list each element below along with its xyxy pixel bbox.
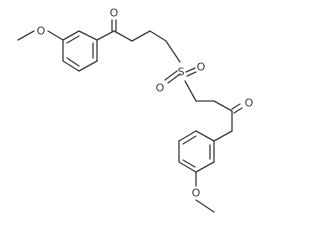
top-carbonyl-ring-bond — [96, 30, 115, 41]
ring-top-double-1 — [66, 35, 80, 44]
atom-o-sulfonyl-right: O — [197, 61, 206, 74]
methoxy-top-methyl-bond — [17, 30, 35, 41]
ring-top-double-3 — [66, 57, 80, 67]
ring-bottom-bond-3 — [195, 161, 215, 173]
bottom-chain-bond-2 — [213, 100, 233, 112]
bottom-carbonyl-double-bond-a — [231, 103, 241, 110]
ring-top-bond-1 — [62, 30, 80, 41]
bottom-carbonyl-double-bond-b — [233, 107, 243, 114]
top-chain-bond-1 — [113, 30, 133, 42]
atom-o-sulfonyl-left: O — [156, 82, 165, 95]
bottom-benzene-ring — [178, 130, 233, 173]
atom-o-ketone-top: O — [110, 7, 119, 20]
atom-s-sulfonyl: S — [178, 66, 185, 79]
ring-bottom-bond-7 — [195, 130, 215, 142]
top-chain-to-sulfur-bond — [165, 40, 181, 63]
top-benzene-ring — [62, 30, 98, 72]
atom-o-ketone-bottom: O — [245, 97, 254, 110]
sulfonyl-double-right-a — [185, 67, 196, 73]
methoxy-top-ring-bond — [47, 30, 64, 41]
ring-bottom-bond-4 — [178, 161, 197, 173]
methoxy-bottom-methyl-bond — [195, 199, 215, 213]
ring-top-bond-2 — [78, 30, 98, 41]
chemical-structure-diagram: O O S O O O O — [17, 7, 254, 213]
top-chain-bond-3 — [149, 30, 167, 42]
ring-top-bond-4 — [78, 60, 98, 72]
ring-bottom-bond-6 — [178, 130, 197, 142]
top-chain-bond-2 — [131, 30, 151, 42]
atom-o-methoxy-top: O — [37, 25, 46, 38]
sulfonyl-double-left-a — [164, 70, 178, 81]
atom-o-methoxy-bottom: O — [192, 187, 201, 200]
ring-bottom-bond-1 — [213, 130, 233, 142]
sulfonyl-double-left-b — [167, 73, 181, 84]
sulfur-to-bottom-chain-bond — [184, 80, 197, 102]
ring-bottom-double-2 — [182, 159, 196, 168]
ring-bottom-double-3 — [182, 135, 197, 145]
sulfonyl-double-right-b — [186, 71, 197, 77]
ring-top-bond-5 — [62, 60, 80, 72]
